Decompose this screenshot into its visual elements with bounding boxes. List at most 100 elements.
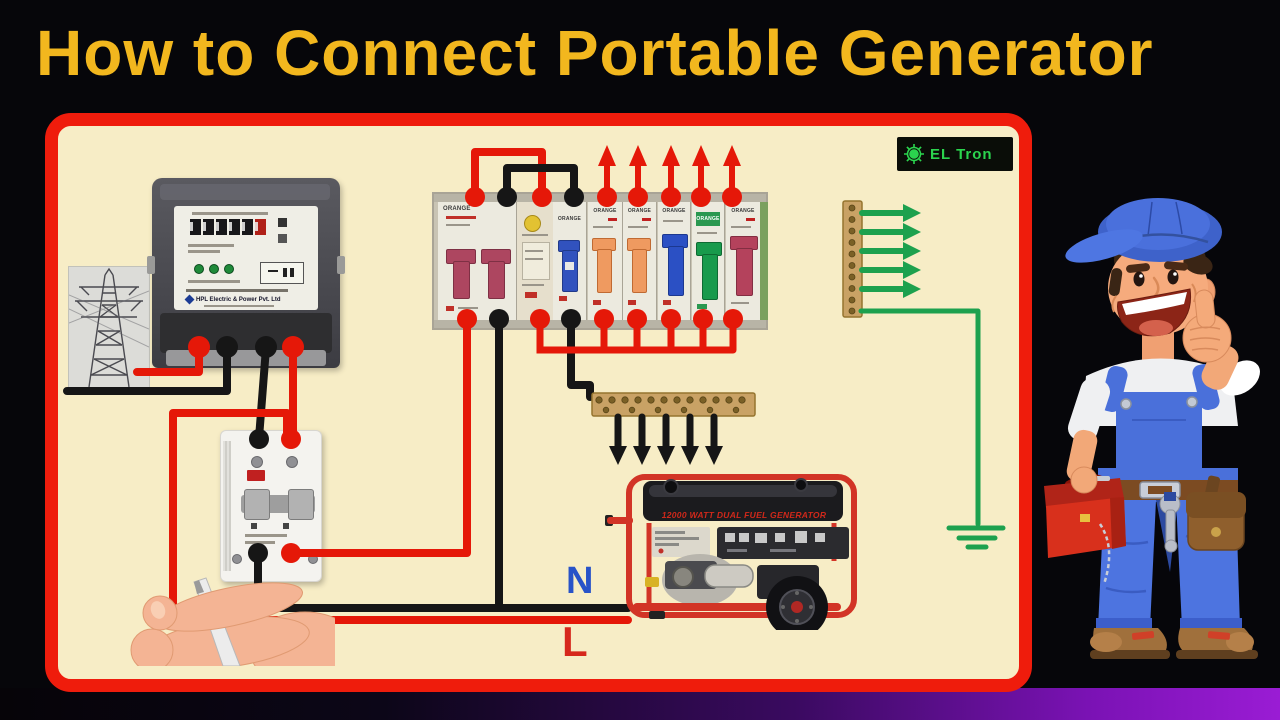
neutral-label: N xyxy=(566,560,594,602)
meter-company-row: HPL Electric & Power Pvt. Ltd xyxy=(184,294,314,305)
rccb-test-button xyxy=(524,215,541,232)
meter-led xyxy=(194,264,204,274)
rccb-text-line xyxy=(522,284,544,286)
meter-register-display xyxy=(190,219,268,240)
mcb-green-label: ORANGE xyxy=(696,212,720,226)
mcb-toggle-stem xyxy=(453,261,470,299)
mcb-green-mark xyxy=(697,304,707,309)
mcb-toggle-stem xyxy=(668,246,684,296)
electrician-head xyxy=(1065,198,1222,337)
generator-engine xyxy=(645,554,754,606)
electrician-boots xyxy=(1090,628,1258,659)
presenter-hand xyxy=(130,577,335,666)
mcb-text-line xyxy=(593,226,613,228)
mcb-green: ORANGE xyxy=(692,202,725,320)
mcb-text-line xyxy=(731,302,749,304)
mcb-red-mark xyxy=(608,218,617,221)
electrician-mascot xyxy=(1044,198,1260,659)
dp-text-line xyxy=(245,541,275,544)
distribution-board: ORANGE ORANGE xyxy=(432,192,768,330)
generator-banner-text: 12000 WATT DUAL FUEL GENERATOR xyxy=(662,510,827,520)
generator-fuel-valve xyxy=(645,577,659,587)
rccb-text-line xyxy=(522,234,548,236)
rccb-text-line xyxy=(525,250,543,252)
meter-led xyxy=(209,264,219,274)
rccb-module xyxy=(517,202,554,320)
dp-main-switch xyxy=(220,430,322,582)
mcb-brand-label: ORANGE xyxy=(593,208,617,214)
tool-pouch xyxy=(1186,475,1246,551)
meter-serial-line xyxy=(186,289,288,292)
generator-control-panel xyxy=(717,527,849,559)
rccb-red-mark xyxy=(525,292,537,298)
mcb-red-mark xyxy=(446,216,476,219)
toolbox-and-arm xyxy=(1044,378,1126,585)
mcb-brand-label: ORANGE xyxy=(557,216,582,222)
red-bridge-wire xyxy=(471,148,546,198)
dp-toggle-handle xyxy=(244,489,270,520)
bottom-gradient-bar xyxy=(0,688,1280,720)
thumbs-up-arm xyxy=(1182,289,1260,396)
meter-terminals xyxy=(188,336,304,358)
meter-text-line xyxy=(188,280,240,283)
meter-lcd-window xyxy=(260,262,304,284)
mcb-text-line xyxy=(731,226,751,228)
mcb-toggle-stem xyxy=(702,254,718,300)
mcb-red-mark xyxy=(559,296,567,301)
brand-logo: EL Tron xyxy=(897,137,1013,171)
dp-io-mark xyxy=(251,523,257,529)
generator-fuel-tank xyxy=(643,478,843,521)
tower-icon xyxy=(69,267,149,388)
meter-icon-mark xyxy=(278,218,287,227)
generator-foot xyxy=(649,611,665,619)
neutral-busbar xyxy=(591,392,756,417)
mcb-toggle-label xyxy=(565,262,574,270)
mcb-blue: ORANGE xyxy=(658,202,691,320)
generator-frame xyxy=(626,474,857,618)
mcb-red-mark xyxy=(446,306,454,311)
neutral-down-arrows xyxy=(609,413,723,465)
generator-handle xyxy=(607,517,633,524)
meter-to-dp-wires xyxy=(255,344,297,442)
rccb-text-line xyxy=(525,258,543,260)
generator-label-plate xyxy=(652,527,710,557)
meter-side-clip xyxy=(337,256,345,274)
meter-led xyxy=(224,264,234,274)
mcb-text-line xyxy=(628,226,648,228)
meter-text-line xyxy=(188,244,234,247)
page-title: How to Connect Portable Generator xyxy=(36,17,1154,89)
dp-screw xyxy=(232,554,242,564)
board-bottom-terminals xyxy=(457,309,743,329)
pcb-edge-strip xyxy=(760,202,768,320)
mcb-double-pole: ORANGE xyxy=(438,202,517,320)
mcb-red-mark xyxy=(746,218,755,221)
portable-generator: 12000 WATT DUAL FUEL GENERATOR xyxy=(605,474,857,630)
rcbo-module: ORANGE xyxy=(553,202,587,320)
meter-text-line xyxy=(188,250,220,253)
dp-to-board-wire xyxy=(287,315,471,557)
dp-screw xyxy=(251,456,263,468)
line-bus-wire xyxy=(536,315,737,354)
dp-brand-badge xyxy=(247,470,265,481)
dp-din-ridges xyxy=(223,441,231,571)
wrench-icon xyxy=(1159,492,1181,553)
dp-screw xyxy=(286,456,298,468)
mcb-red: ORANGE xyxy=(726,202,761,320)
mcb-brand-label: ORANGE xyxy=(662,208,686,214)
mcb-red-mark xyxy=(628,300,636,305)
mcb-toggle-stem xyxy=(562,250,578,292)
mcb-brand-label: ORANGE xyxy=(627,208,652,214)
meter-cover-reflection xyxy=(160,184,330,200)
mcb-text-line xyxy=(697,232,717,234)
mcb-red-mark xyxy=(593,300,601,305)
index-finger xyxy=(142,582,303,632)
line-label: L xyxy=(562,618,588,665)
mcb-toggle-stem xyxy=(632,249,647,293)
cap-brim xyxy=(1065,229,1143,263)
chip-icon xyxy=(904,144,924,164)
mcb-text-line xyxy=(458,307,478,309)
mcb-toggle-stem xyxy=(488,261,505,299)
mcb-red-mark xyxy=(663,300,671,305)
rccb-diagram xyxy=(522,242,550,280)
